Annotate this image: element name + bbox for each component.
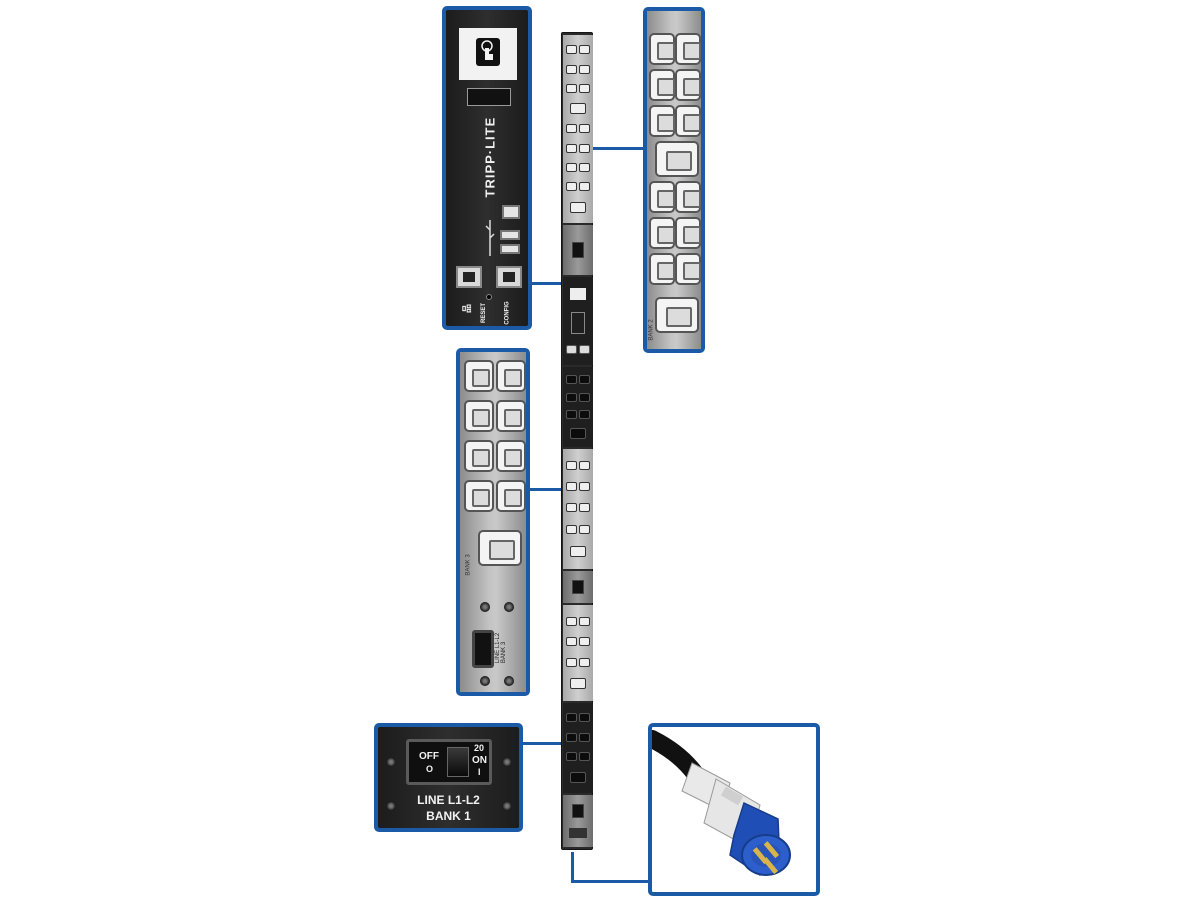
c13-outlet bbox=[675, 33, 701, 65]
usb-trident-icon bbox=[485, 220, 495, 256]
c19-outlet bbox=[655, 141, 699, 177]
c19-outlet bbox=[478, 530, 522, 566]
c13-outlet bbox=[675, 253, 701, 285]
screw bbox=[502, 801, 512, 811]
c13-outlet bbox=[464, 440, 494, 472]
touch-hand-icon bbox=[476, 38, 500, 66]
usb-port-a-1[interactable] bbox=[500, 230, 520, 240]
c13-outlet bbox=[464, 480, 494, 512]
pdu-segment-breaker-2 bbox=[563, 225, 593, 275]
reset-label: RESET bbox=[481, 302, 488, 324]
bank-label: BANK 2 bbox=[648, 319, 655, 341]
controller-callout: TRIPP·LITE 品 RESET CONFIG bbox=[442, 6, 532, 330]
breaker-switch-bank-3[interactable] bbox=[472, 630, 494, 668]
connector-line-top-outlets bbox=[593, 147, 643, 150]
screw bbox=[386, 757, 396, 767]
pdu-segment-breaker-3 bbox=[563, 571, 593, 603]
tripp-lite-logo-small bbox=[467, 88, 511, 106]
screw bbox=[504, 676, 514, 686]
pdu-segment-controller bbox=[563, 277, 593, 365]
breaker-off-label: OFF bbox=[419, 751, 439, 762]
breaker-on-label: ON bbox=[472, 755, 487, 766]
connector-line-plug-vertical bbox=[571, 852, 574, 882]
c13-outlet bbox=[649, 69, 675, 101]
c13-outlet bbox=[496, 480, 526, 512]
c13-outlet bbox=[496, 360, 526, 392]
c13-outlet bbox=[496, 440, 526, 472]
pdu-segment-bank-3b bbox=[563, 449, 593, 569]
network-port-label: 品 bbox=[462, 303, 473, 314]
c13-outlet bbox=[464, 400, 494, 432]
breaker-label-bank-3: LINE L1-L2 BANK 3 bbox=[495, 632, 508, 664]
c13-outlet bbox=[649, 253, 675, 285]
connector-line-controller bbox=[530, 282, 562, 285]
breaker-on-symbol: I bbox=[478, 767, 481, 777]
plug-callout bbox=[648, 723, 820, 896]
c13-outlet bbox=[464, 360, 494, 392]
config-label: CONFIG bbox=[504, 301, 511, 325]
screw bbox=[502, 757, 512, 767]
c19-outlet bbox=[655, 297, 699, 333]
c13-outlet bbox=[649, 33, 675, 65]
screw bbox=[386, 801, 396, 811]
c13-outlet bbox=[649, 105, 675, 137]
connector-line-plug-horizontal bbox=[571, 880, 649, 883]
pdu-segment-bank-2 bbox=[563, 35, 593, 223]
pdu-segment-breaker-1 bbox=[563, 795, 593, 847]
breaker-rocker[interactable] bbox=[447, 747, 469, 777]
c13-outlet bbox=[649, 217, 675, 249]
mid-outlet-callout: BANK 3 LINE L1-L2 BANK 3 bbox=[456, 348, 530, 696]
config-port[interactable] bbox=[496, 266, 522, 288]
pdu-strip bbox=[561, 32, 593, 850]
network-port[interactable] bbox=[456, 266, 482, 288]
screw bbox=[480, 676, 490, 686]
top-outlet-callout: BANK 2 bbox=[643, 7, 705, 353]
screw bbox=[480, 602, 490, 612]
touch-display bbox=[459, 28, 517, 80]
breaker-off-symbol: O bbox=[426, 764, 434, 774]
breaker-switch-bank-1[interactable]: OFF O 20 ON I bbox=[406, 739, 492, 785]
c13-outlet bbox=[496, 400, 526, 432]
pdu-segment-bank-1b bbox=[563, 703, 593, 793]
usb-port-b[interactable] bbox=[502, 205, 520, 219]
iec-60309-plug-icon bbox=[652, 730, 791, 876]
c13-outlet bbox=[675, 181, 701, 213]
breaker-rating: 20 bbox=[474, 743, 485, 753]
reset-pinhole[interactable] bbox=[486, 294, 492, 300]
breaker-line-label: LINE L1-L2 bbox=[417, 793, 480, 807]
pdu-segment-bank-3a bbox=[563, 367, 593, 447]
c13-outlet bbox=[675, 69, 701, 101]
c13-outlet bbox=[649, 181, 675, 213]
screw bbox=[504, 602, 514, 612]
pdu-segment-bank-1a bbox=[563, 605, 593, 701]
usb-port-a-2[interactable] bbox=[500, 244, 520, 254]
connector-line-mid-outlets bbox=[530, 488, 562, 491]
breaker-callout: OFF O 20 ON I LINE L1-L2 BANK 1 bbox=[374, 723, 523, 832]
breaker-bank-label: BANK 1 bbox=[426, 809, 471, 823]
bank-label: BANK 3 bbox=[465, 554, 472, 576]
c13-outlet bbox=[675, 105, 701, 137]
c13-outlet bbox=[675, 217, 701, 249]
connector-line-breaker bbox=[522, 742, 562, 745]
brand-logo: TRIPP·LITE bbox=[482, 116, 498, 198]
